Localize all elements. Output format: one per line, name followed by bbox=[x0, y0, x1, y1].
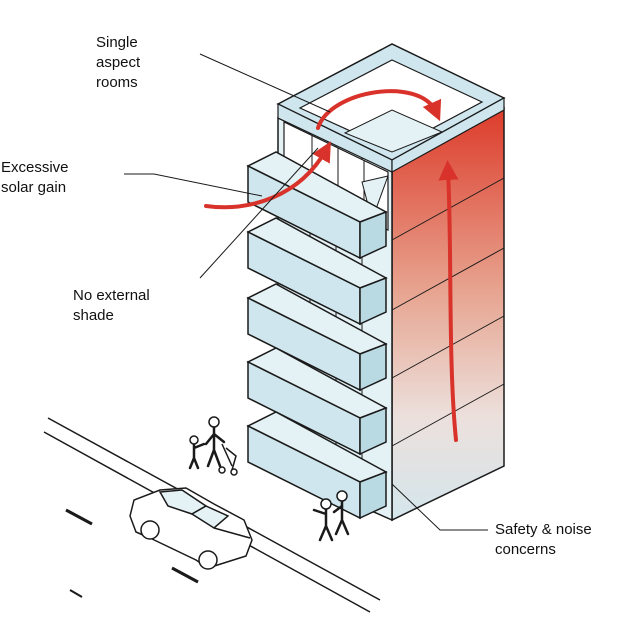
balcony-1 bbox=[246, 151, 388, 260]
car-icon bbox=[129, 487, 253, 570]
label-single-aspect-rooms: Single aspect rooms bbox=[96, 34, 141, 91]
balcony-5 bbox=[246, 411, 388, 520]
balconies bbox=[246, 151, 388, 520]
pedestrian-icon bbox=[188, 416, 226, 470]
leader-lines bbox=[124, 53, 488, 531]
roof bbox=[276, 43, 506, 174]
balcony-2 bbox=[246, 217, 388, 326]
label-safety-noise-concerns: Safety & noise concerns bbox=[495, 521, 592, 558]
stroller-icon bbox=[218, 443, 238, 476]
label-no-external-shade: No external shade bbox=[73, 287, 150, 324]
pedestrians-right bbox=[312, 490, 350, 542]
balcony-3 bbox=[246, 283, 388, 392]
balcony-4 bbox=[246, 347, 388, 456]
label-excessive-solar-gain: Excessive solar gain bbox=[1, 159, 69, 196]
